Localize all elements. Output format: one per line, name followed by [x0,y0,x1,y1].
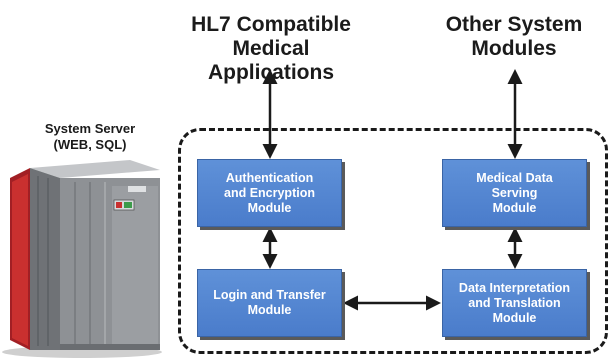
module-interp-line3: Module [492,310,537,325]
module-interp-line2: and Translation [468,295,561,310]
heading-hl7-applications: HL7 Compatible Medical Applications [150,13,392,85]
module-login-line1: Login and Transfer [213,288,326,302]
module-medical-line2: Serving [491,185,538,200]
module-login-transfer: Login and Transfer Module [197,269,342,337]
module-interp-line1: Data Interpretation [458,280,571,295]
heading-other-line2: Modules [471,37,557,60]
heading-other-modules: Other System Modules [428,13,600,61]
module-medical-line3: Module [492,200,537,215]
server-label: System Server (WEB, SQL) [20,121,160,153]
module-authentication-encryption: Authentication and Encryption Module [197,159,342,227]
server-label-line2: (WEB, SQL) [53,137,127,152]
system-boundary [178,128,608,354]
heading-hl7-line2: Applications [207,61,334,84]
heading-other-line1: Other System [445,13,583,36]
server-label-line1: System Server [44,121,136,136]
module-medical-line1: Medical Data [476,170,553,185]
module-auth-line2: and Encryption [224,185,315,200]
module-auth-line1: Authentication [225,170,314,185]
module-login-line2: Module [247,303,292,317]
heading-hl7-line1: HL7 Compatible Medical [191,13,351,60]
module-data-interpretation: Data Interpretation and Translation Modu… [442,269,587,337]
module-medical-data-serving: Medical Data Serving Module [442,159,587,227]
module-auth-line3: Module [247,200,292,215]
